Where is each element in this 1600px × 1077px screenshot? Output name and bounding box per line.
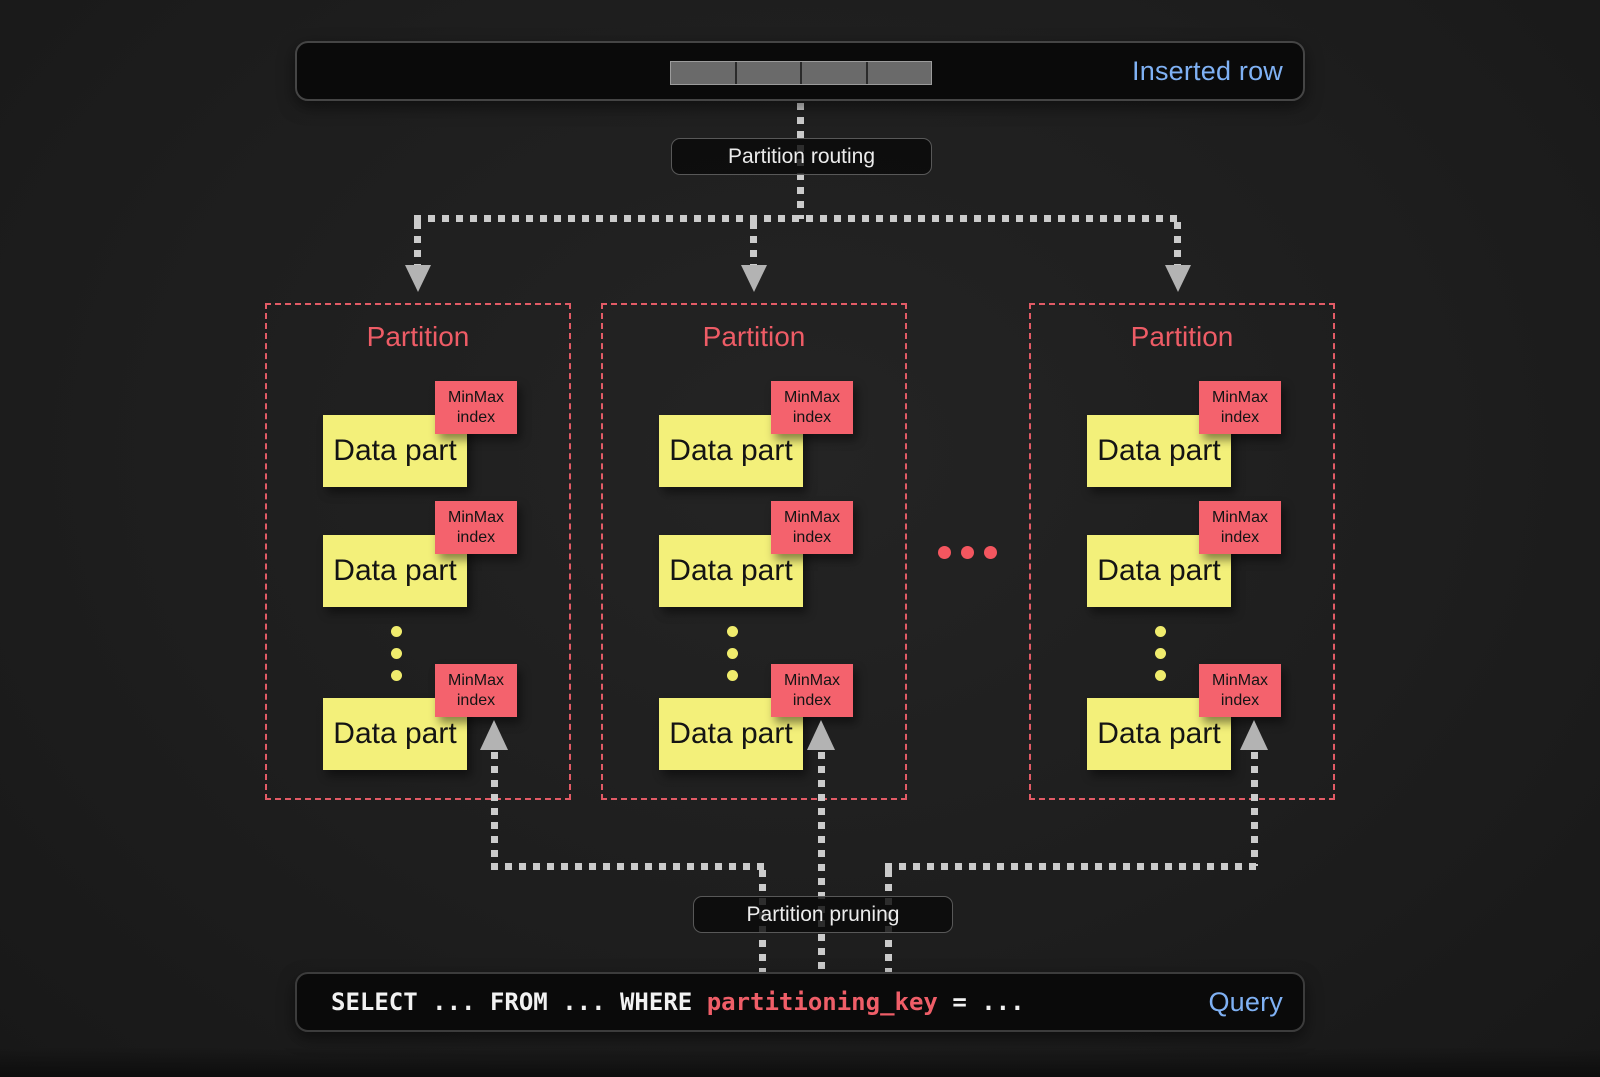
inserted-row-cells-icon [670, 61, 932, 85]
partition-box-3: Partition MinMax index Data part MinMax … [1029, 303, 1335, 800]
arrow-down-icon [1165, 265, 1191, 292]
data-part-group: MinMax index Data part [659, 381, 853, 487]
partition-box-1: Partition MinMax index Data part MinMax … [265, 303, 571, 800]
pruning-line-left [491, 752, 498, 866]
sql-partitioning-key: partitioning_key [706, 988, 938, 1016]
minmax-index-box: MinMax index [435, 381, 517, 434]
minmax-index-box: MinMax index [1199, 501, 1281, 554]
more-parts-ellipsis-icon [391, 626, 402, 681]
partition-pruning-label: Partition pruning [693, 896, 953, 933]
pruning-elbow-left [491, 863, 766, 870]
pruning-line-right [1251, 752, 1258, 866]
partition-title: Partition [366, 321, 470, 352]
routing-drop-line-1 [414, 222, 421, 266]
data-part-group: MinMax index Data part [323, 664, 517, 770]
minmax-index-box: MinMax index [435, 501, 517, 554]
row-cell [800, 62, 866, 84]
routing-drop-line-3 [1174, 222, 1181, 266]
more-parts-ellipsis-icon [727, 626, 738, 681]
arrow-down-icon [741, 265, 767, 292]
arrow-down-icon [405, 265, 431, 292]
more-parts-ellipsis-icon [1155, 626, 1166, 681]
data-part-group: MinMax index Data part [323, 501, 517, 607]
row-cell [734, 62, 800, 84]
query-box: SELECT ... FROM ... WHERE partitioning_k… [295, 972, 1305, 1032]
inserted-row-box: Inserted row [295, 41, 1305, 101]
partition-title: Partition [702, 321, 806, 352]
data-part-group: MinMax index Data part [323, 381, 517, 487]
arrow-up-icon [1240, 720, 1268, 750]
data-part-group: MinMax index Data part [1087, 381, 1281, 487]
routing-drop-line-2 [750, 222, 757, 266]
arrow-up-icon [480, 720, 508, 750]
sql-suffix: = ... [937, 988, 1025, 1016]
minmax-index-box: MinMax index [771, 381, 853, 434]
partition-box-2: Partition MinMax index Data part MinMax … [601, 303, 907, 800]
minmax-index-box: MinMax index [771, 501, 853, 554]
data-part-box: Data part [1087, 535, 1231, 607]
data-part-group: MinMax index Data part [659, 664, 853, 770]
minmax-index-box: MinMax index [1199, 664, 1281, 717]
bottom-vignette [0, 1047, 1600, 1077]
partition-routing-label: Partition routing [671, 138, 932, 175]
routing-branch-line [414, 215, 1182, 222]
row-cell [671, 62, 735, 84]
minmax-index-box: MinMax index [435, 664, 517, 717]
pruning-line-middle [818, 752, 825, 974]
arrow-up-icon [807, 720, 835, 750]
more-partitions-ellipsis-icon [938, 546, 997, 559]
minmax-index-box: MinMax index [1199, 381, 1281, 434]
sql-query-text: SELECT ... FROM ... WHERE partitioning_k… [331, 974, 1025, 1030]
inserted-row-label: Inserted row [1132, 55, 1283, 86]
data-part-group: MinMax index Data part [1087, 501, 1281, 607]
row-cell [865, 62, 931, 84]
partition-title: Partition [1130, 321, 1234, 352]
query-label: Query [1208, 986, 1283, 1017]
data-part-group: MinMax index Data part [659, 501, 853, 607]
pruning-elbow-right [885, 863, 1258, 870]
sql-prefix: SELECT ... FROM ... WHERE [331, 988, 707, 1016]
minmax-index-box: MinMax index [771, 664, 853, 717]
data-part-group: MinMax index Data part [1087, 664, 1281, 770]
